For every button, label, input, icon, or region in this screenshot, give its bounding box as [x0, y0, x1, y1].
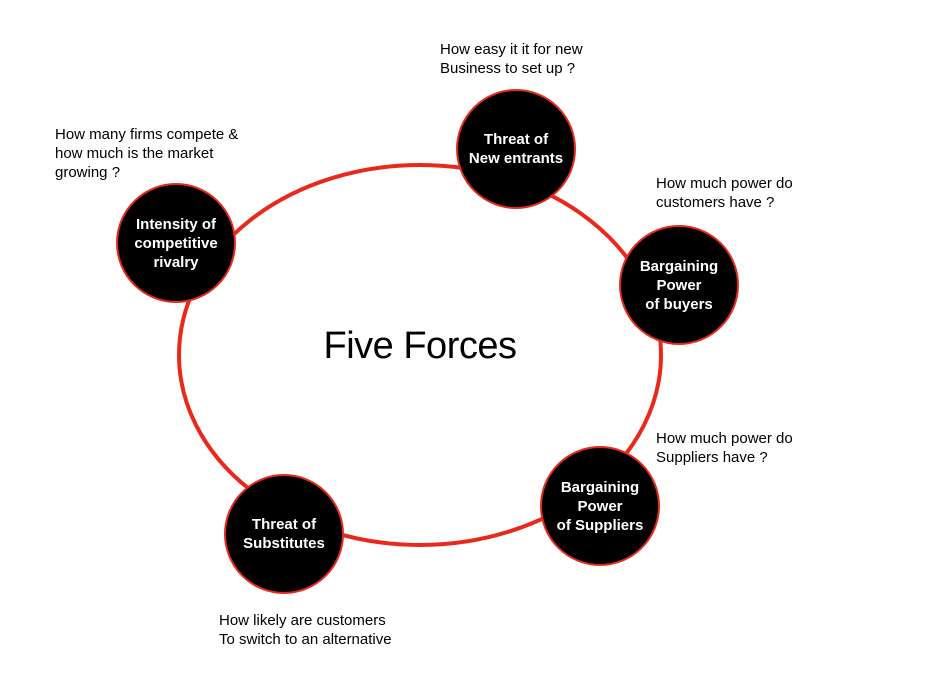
note-suppliers: How much power do Suppliers have ?	[656, 430, 793, 466]
node-new-entrants: Threat of New entrants	[456, 89, 576, 209]
node-suppliers: Bargaining Power of Suppliers	[540, 446, 660, 566]
node-label-suppliers: Bargaining Power of Suppliers	[556, 478, 644, 534]
node-label-substitutes: Threat of Substitutes	[243, 516, 325, 552]
force-ring-ellipse	[177, 163, 663, 547]
diagram-title: Five Forces	[323, 325, 517, 367]
node-rivalry: Intensity of competitive rivalry	[116, 183, 236, 303]
note-substitutes: How likely are customers To switch to an…	[219, 612, 392, 648]
node-label-rivalry: Intensity of competitive rivalry	[134, 215, 218, 271]
node-buyers: Bargaining Power of buyers	[619, 225, 739, 345]
node-label-buyers: Bargaining Power of buyers	[639, 257, 719, 313]
note-buyers: How much power do customers have ?	[656, 175, 793, 211]
node-label-new-entrants: Threat of New entrants	[468, 131, 564, 167]
note-rivalry: How many firms compete & how much is the…	[55, 126, 239, 181]
node-substitutes: Threat of Substitutes	[224, 474, 344, 594]
note-new-entrants: How easy it it for new Business to set u…	[440, 41, 583, 77]
